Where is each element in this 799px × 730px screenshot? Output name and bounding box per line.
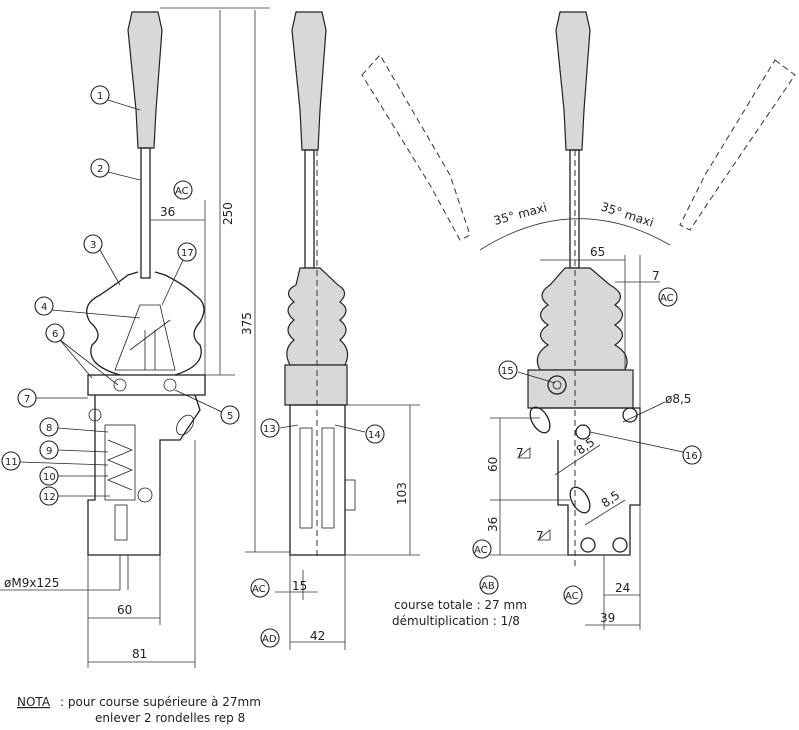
left-callouts: 1 2 3 4 6 7 8 9 11 10 12 17 5 AC [1, 85, 240, 506]
left-spring-housing [104, 424, 136, 501]
callout-3: 3 [90, 240, 96, 251]
callout-16: 16 [685, 451, 698, 462]
nota-label: NOTA [17, 695, 51, 709]
dim-39: 39 [600, 611, 615, 625]
ref-ac-middle: AC [252, 584, 266, 595]
dim-36-right: 36 [486, 517, 500, 532]
dim-7-slot-1: 7 [516, 446, 524, 460]
callout-1: 1 [97, 91, 103, 102]
note-course-totale: course totale : 27 mm [394, 598, 527, 612]
callout-8: 8 [46, 423, 52, 434]
right-handle-grip [555, 11, 591, 151]
tilted-handle-left [361, 54, 471, 241]
angle-right: 35° maxi [599, 200, 655, 230]
callout-17: 17 [181, 248, 194, 259]
callout-13: 13 [263, 424, 276, 435]
ref-ad: AD [262, 634, 277, 645]
left-spring [106, 439, 134, 491]
middle-view-section: 13 14 103 15 AC 42 AD [250, 11, 420, 650]
dim-hole-diameter: ø8,5 [665, 392, 691, 406]
left-handle-grip [127, 11, 163, 149]
dim-7-top: 7 [652, 269, 660, 283]
ref-ac-left: AC [175, 186, 189, 197]
callout-5: 5 [227, 411, 233, 422]
ref-ac-top: AC [660, 293, 674, 304]
dim-36: 36 [160, 205, 175, 219]
ref-ac-right-left: AC [474, 545, 488, 556]
dim-slot-1: 8,5 [574, 435, 598, 457]
dim-65: 65 [590, 245, 605, 259]
right-boot [536, 267, 628, 371]
dim-60: 60 [117, 603, 132, 617]
left-flange [87, 374, 206, 396]
right-view-section: 35° maxi 35° maxi 65 7 AC 15 ø8,5 16 60 … [361, 11, 796, 630]
dim-81: 81 [132, 647, 147, 661]
callout-7: 7 [24, 394, 30, 405]
right-cap [527, 369, 634, 409]
notes: course totale : 27 mm démultiplication :… [17, 598, 527, 725]
note-demultiplication: démultiplication : 1/8 [392, 614, 520, 628]
dim-slot-2: 8,5 [599, 488, 623, 510]
left-plunger [114, 504, 128, 541]
callout-14: 14 [368, 430, 381, 441]
dim-7-slot-2: 7 [536, 529, 544, 543]
middle-lever-rod [304, 149, 315, 269]
nota-line-1: : pour course supérieure à 27mm [60, 695, 261, 709]
dim-thread: øM9x125 [4, 576, 59, 590]
callout-4: 4 [41, 302, 47, 313]
dim-42: 42 [310, 629, 325, 643]
left-dimensions: 36 250 375 øM9x125 60 81 [0, 7, 290, 668]
callout-15: 15 [501, 366, 514, 377]
dim-24: 24 [615, 581, 630, 595]
callout-10: 10 [43, 472, 56, 483]
ref-ac-bottom: AC [565, 591, 579, 602]
callout-6: 6 [52, 329, 58, 340]
nota-line-2: enlever 2 rondelles rep 8 [95, 711, 245, 725]
left-view-section: 1 2 3 4 6 7 8 9 11 10 12 17 5 AC [0, 7, 290, 668]
callout-12: 12 [43, 492, 56, 503]
callout-9: 9 [46, 446, 52, 457]
left-lever-rod [140, 147, 151, 279]
middle-cap [284, 364, 348, 406]
dim-375: 375 [240, 312, 254, 335]
dim-250: 250 [221, 202, 235, 225]
ref-ab: AB [481, 581, 495, 592]
left-boot [86, 271, 205, 376]
dim-15: 15 [292, 579, 307, 593]
callout-11: 11 [5, 457, 18, 468]
dim-103: 103 [395, 482, 409, 505]
left-fork [114, 304, 176, 371]
callout-2: 2 [97, 164, 103, 175]
dim-60-right: 60 [486, 457, 500, 472]
tilted-handle-right [679, 59, 796, 231]
middle-handle-grip [291, 11, 327, 151]
